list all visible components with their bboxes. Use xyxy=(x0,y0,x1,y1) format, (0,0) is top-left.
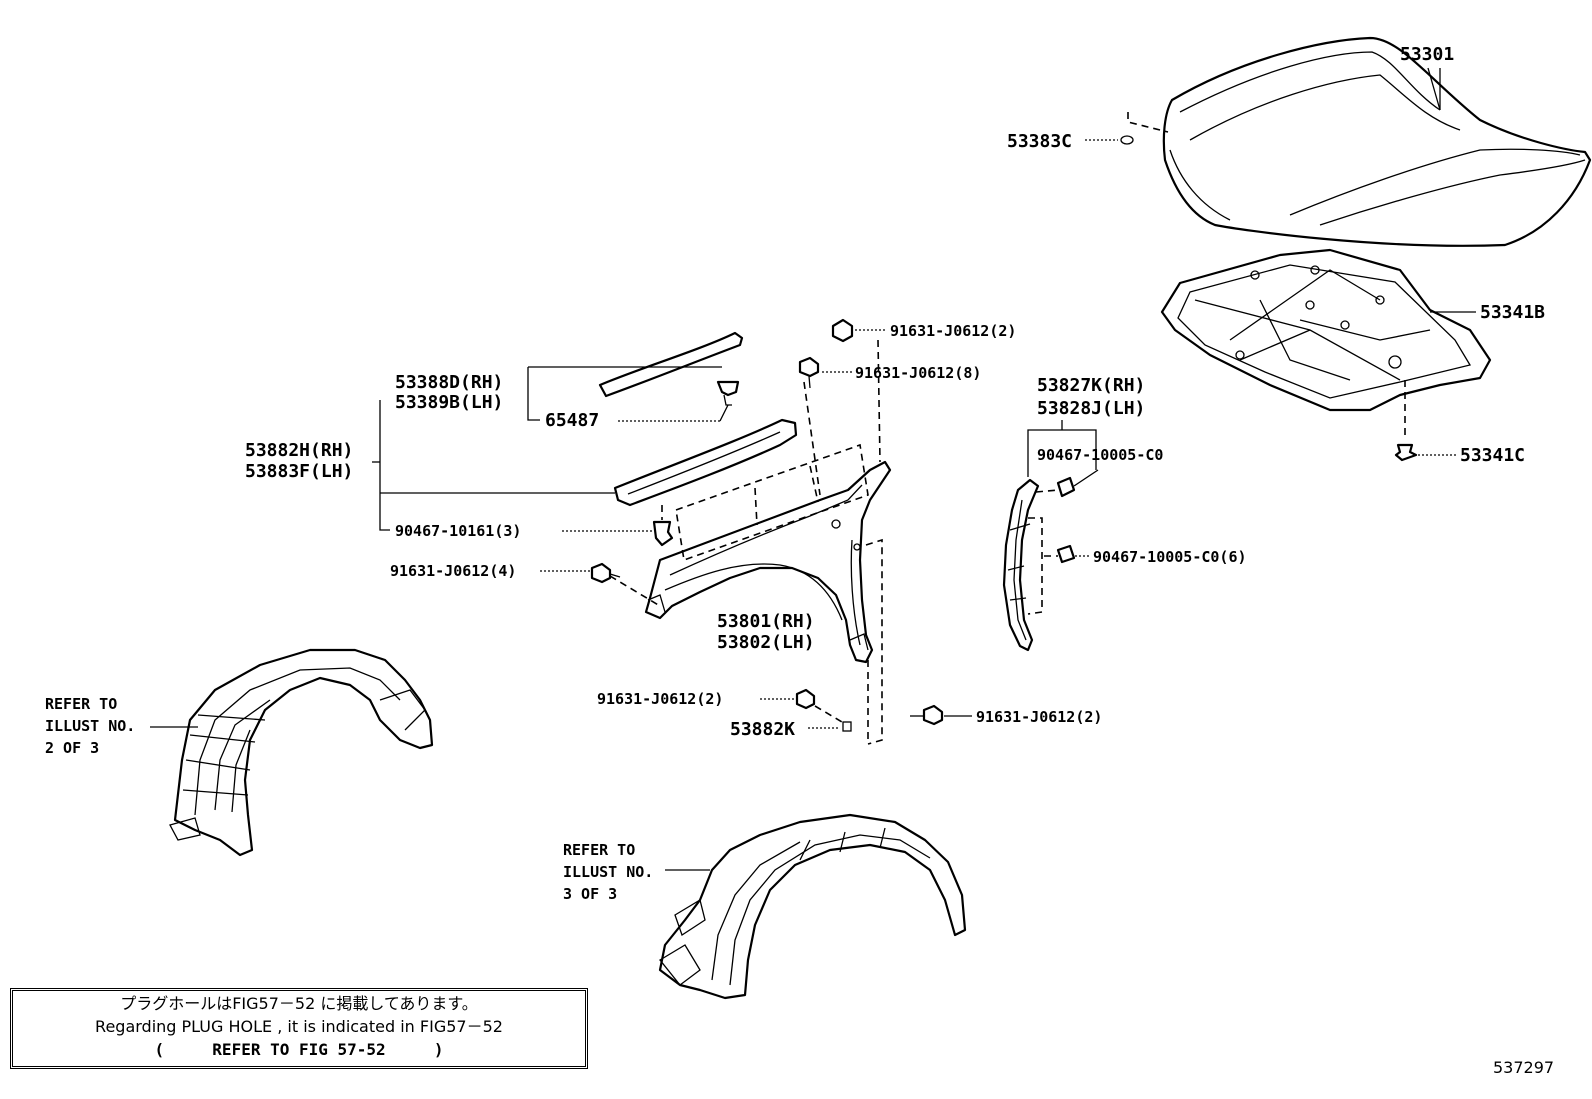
label-liner-lh: 53828J(LH) xyxy=(1037,398,1145,419)
label-bolt-top-2: 91631-J0612(2) xyxy=(890,322,1016,340)
label-bolt-bottom-2b: 91631-J0612(2) xyxy=(976,708,1102,726)
front-wheel-liner xyxy=(169,648,434,857)
label-seal-lh: 53389B(LH) xyxy=(395,392,503,413)
refer-bottom-line2: ILLUST NO. xyxy=(563,863,653,881)
label-clip-65487: 65487 xyxy=(545,410,599,431)
note-line-japanese: プラグホールはFIG57－52 に掲載してあります。 xyxy=(120,994,478,1013)
note-line-english: Regarding PLUG HOLE , it is indicated in… xyxy=(95,1017,503,1036)
label-bolt-bottom-2a: 91631-J0612(2) xyxy=(597,690,723,708)
note-line-refer: ( REFER TO FIG 57-52 ) xyxy=(154,1040,444,1059)
hood-cushion xyxy=(1120,135,1134,145)
label-clip-c0: 90467-10005-C0 xyxy=(1037,446,1163,464)
label-clip-c0-6: 90467-10005-C0(6) xyxy=(1093,548,1247,566)
label-insulator: 53341B xyxy=(1480,302,1545,323)
label-fender-seal-rh: 53882H(RH) xyxy=(245,440,353,461)
bolt-bottom-2a xyxy=(795,688,816,710)
figure-id: 537297 xyxy=(1493,1058,1555,1077)
bracket-53882k xyxy=(842,721,852,732)
clip-10161 xyxy=(652,520,674,547)
bolt-8 xyxy=(798,356,820,389)
label-insulator-clip: 53341C xyxy=(1460,445,1525,466)
clip-c0 xyxy=(1056,476,1076,498)
label-hood-cushion: 53383C xyxy=(1007,131,1072,152)
refer-bottom-line1: REFER TO xyxy=(563,841,635,859)
clip-65487 xyxy=(716,380,740,406)
bolt-4 xyxy=(590,562,621,584)
clip-c0-6 xyxy=(1056,544,1076,564)
bolt-top-2 xyxy=(831,318,854,343)
refer-left-line1: REFER TO xyxy=(45,695,117,713)
fender-liner-strip xyxy=(1002,478,1040,652)
hood-insulator xyxy=(1160,248,1492,412)
insulator-clip xyxy=(1394,443,1418,462)
bolt-bottom-2b xyxy=(910,704,944,726)
refer-left-line3: 2 OF 3 xyxy=(45,739,99,757)
label-fender-rh: 53801(RH) xyxy=(717,611,815,632)
hood-panel xyxy=(1162,36,1592,247)
label-liner-rh: 53827K(RH) xyxy=(1037,375,1145,396)
label-seal-rh: 53388D(RH) xyxy=(395,372,503,393)
label-clip-10161: 90467-10161(3) xyxy=(395,522,521,540)
front-fender xyxy=(644,460,892,664)
refer-bottom-line3: 3 OF 3 xyxy=(563,885,617,903)
rear-wheel-liner xyxy=(658,813,967,1000)
refer-left-line2: ILLUST NO. xyxy=(45,717,135,735)
label-bracket-53882k: 53882K xyxy=(730,719,795,740)
label-fender-lh: 53802(LH) xyxy=(717,632,815,653)
label-bolt-8: 91631-J0612(8) xyxy=(855,364,981,382)
plug-hole-note: プラグホールはFIG57－52 に掲載してあります。 Regarding PLU… xyxy=(10,988,588,1069)
fender-upper-seal xyxy=(598,331,744,398)
label-bolt-4: 91631-J0612(4) xyxy=(390,562,516,580)
label-hood: 53301 xyxy=(1400,44,1454,65)
fender-side-seal xyxy=(613,418,798,507)
label-fender-seal-lh: 53883F(LH) xyxy=(245,461,353,482)
